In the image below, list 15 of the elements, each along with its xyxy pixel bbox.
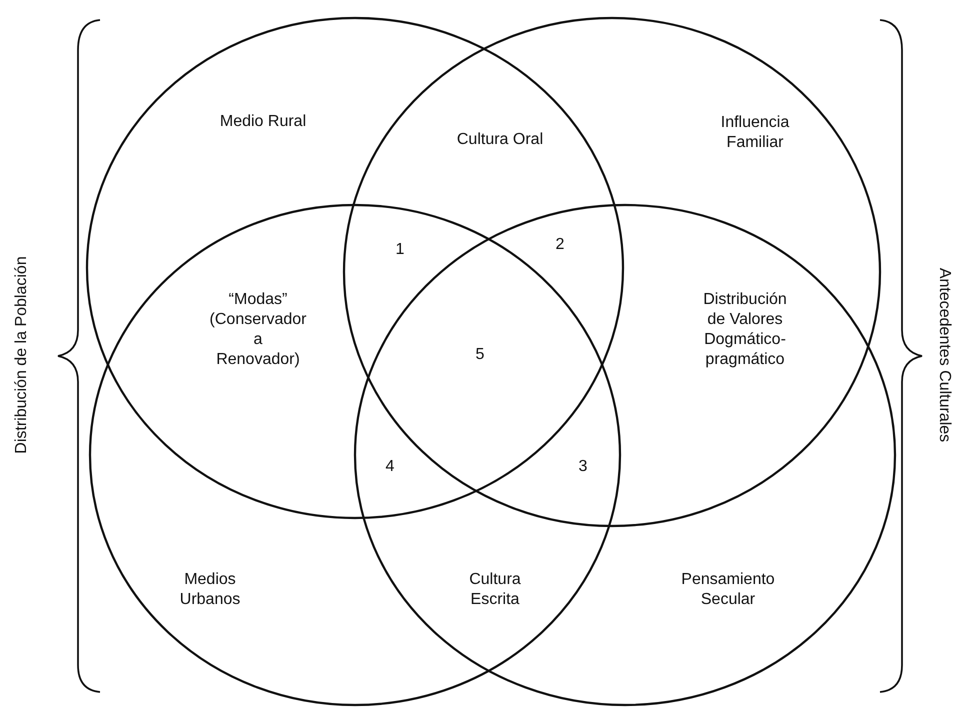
- region-number: 3: [578, 457, 588, 477]
- region-number: 4: [386, 457, 394, 477]
- region-label: “Modas” (Conservador a Renovador): [210, 290, 306, 370]
- region-label: Cultura Oral: [456, 130, 544, 150]
- region-label: Medios Urbanos: [180, 570, 240, 610]
- region-number: 5: [476, 345, 484, 365]
- region-number: 2: [556, 235, 564, 255]
- brace-label: Distribución de la Población: [13, 256, 31, 454]
- region-label: Pensamiento Secular: [681, 570, 775, 610]
- brace-label: Antecedentes Culturales: [935, 268, 953, 442]
- region-label: Distribución de Valores Dogmático-pragmático: [702, 290, 788, 370]
- region-label: Medio Rural: [220, 112, 306, 132]
- region-label: Influencia Familiar: [720, 113, 790, 153]
- region-number: 1: [396, 240, 404, 260]
- region-label: Cultura Escrita: [469, 570, 521, 610]
